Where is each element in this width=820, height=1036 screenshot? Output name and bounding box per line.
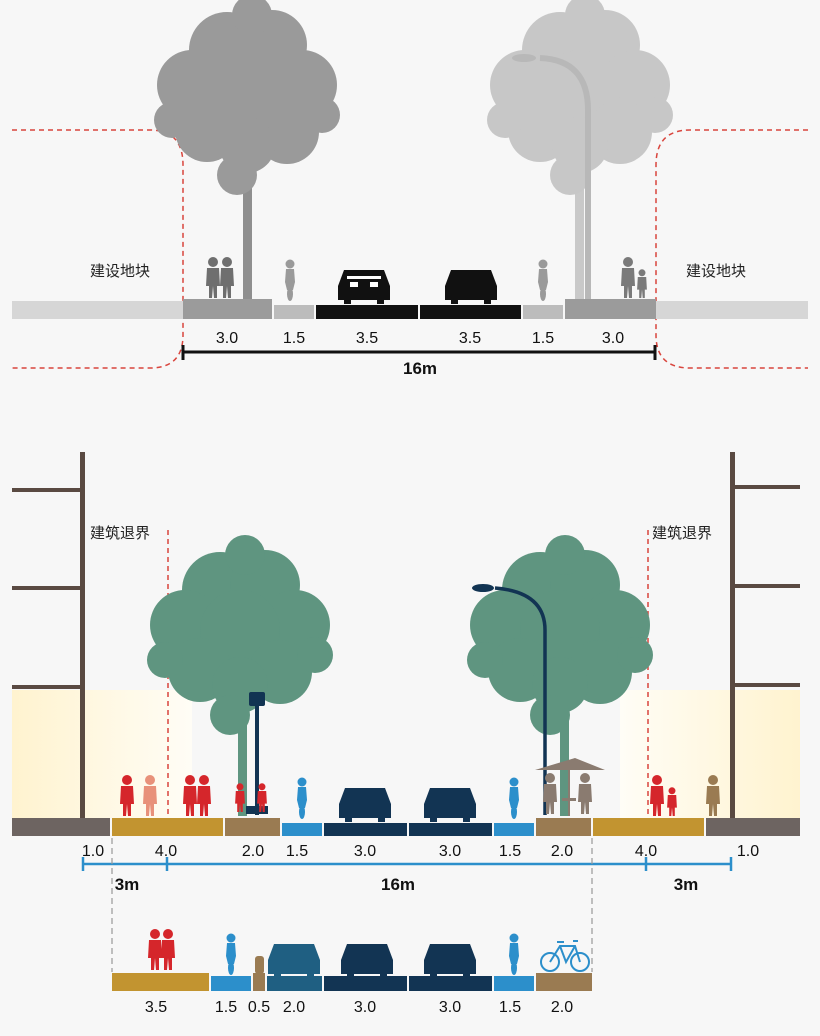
top-ground-strip-right (656, 301, 808, 319)
bottom-car-2 (341, 944, 393, 978)
bottom-pedestrians (148, 929, 162, 970)
bicycle-icon (540, 940, 590, 972)
bottom-width-1: 3.5 (145, 999, 167, 1016)
top-width-labels: 3.0 1.5 3.5 3.5 1.5 3.0 (216, 330, 624, 347)
middle-width-9: 4.0 (635, 843, 657, 860)
top-car-right (445, 270, 497, 304)
middle-cyclist-left (297, 777, 307, 819)
bottom-section: 3.5 1.5 0.5 2.0 3.0 3.0 1.5 2.0 (112, 929, 592, 1016)
top-cyclist-left (285, 259, 295, 301)
bottom-width-7: 1.5 (499, 999, 521, 1016)
top-width-6: 3.0 (602, 330, 624, 347)
bottom-car-3 (424, 944, 476, 978)
bottom-width-5: 3.0 (354, 999, 376, 1016)
top-tree-left (154, 0, 340, 300)
right-setback-total: 3m (674, 875, 699, 894)
middle-width-6: 3.0 (439, 843, 461, 860)
top-right-plot-boundary (655, 129, 808, 369)
middle-tree-left (147, 535, 333, 816)
building-left (12, 452, 85, 820)
top-width-2: 1.5 (283, 330, 305, 347)
middle-width-7: 1.5 (499, 843, 521, 860)
bottom-width-3: 0.5 (248, 999, 270, 1016)
middle-car-right (424, 788, 476, 822)
top-tree-right (487, 0, 673, 300)
bottom-width-8: 2.0 (551, 999, 573, 1016)
top-total-width: 16m (403, 359, 437, 378)
middle-width-1: 1.0 (82, 843, 104, 860)
middle-tree-right (467, 535, 653, 816)
bottom-width-labels: 3.5 1.5 0.5 2.0 3.0 3.0 1.5 2.0 (145, 999, 573, 1016)
top-width-4: 3.5 (459, 330, 481, 347)
middle-dimension-line (81, 857, 733, 871)
bottom-car-1 (268, 944, 320, 978)
top-pedestrian-right (621, 257, 635, 298)
top-right-plot-label: 建设地块 (686, 262, 746, 280)
lamp-post-left (246, 692, 268, 815)
middle-section: 建筑退界 建筑退界 (12, 452, 800, 972)
middle-width-8: 2.0 (551, 843, 573, 860)
top-pedestrian-left (206, 257, 220, 298)
middle-ground-strip (12, 818, 800, 836)
middle-car-left (339, 788, 391, 822)
bottom-ground-strip (112, 973, 592, 991)
bottom-cyclist-left (226, 933, 236, 975)
cafe-umbrella (535, 758, 605, 816)
lamp-post-right (472, 584, 547, 815)
left-setback-total: 3m (115, 875, 140, 894)
top-left-plot-label: 建设地块 (90, 262, 150, 280)
top-car-left (338, 270, 390, 304)
top-cyclist-right (538, 259, 548, 301)
middle-width-3: 2.0 (242, 843, 264, 860)
building-right (730, 452, 800, 820)
bottom-width-6: 3.0 (439, 999, 461, 1016)
top-section: 建设地块 建设地块 3.0 1.5 3.5 3.5 1.5 3.0 16m (12, 0, 808, 378)
bottom-cyclist-right (509, 933, 519, 975)
middle-width-4: 1.5 (286, 843, 308, 860)
middle-width-10: 1.0 (737, 843, 759, 860)
middle-cyclist-right (509, 777, 519, 819)
middle-width-2: 4.0 (155, 843, 177, 860)
middle-width-labels: 1.0 4.0 2.0 1.5 3.0 3.0 1.5 2.0 4.0 1.0 (82, 843, 759, 860)
middle-width-5: 3.0 (354, 843, 376, 860)
top-ground-strip-left (12, 301, 183, 319)
top-left-plot-boundary (12, 129, 184, 369)
top-width-3: 3.5 (356, 330, 378, 347)
bottom-bollard (255, 956, 264, 974)
setback-label-right: 建筑退界 (652, 524, 712, 542)
top-dimension-line (181, 345, 657, 360)
middle-total-width: 16m (381, 875, 415, 894)
bottom-width-4: 2.0 (283, 999, 305, 1016)
top-width-1: 3.0 (216, 330, 238, 347)
top-width-5: 1.5 (532, 330, 554, 347)
setback-label-left: 建筑退界 (90, 524, 150, 542)
bottom-width-2: 1.5 (215, 999, 237, 1016)
